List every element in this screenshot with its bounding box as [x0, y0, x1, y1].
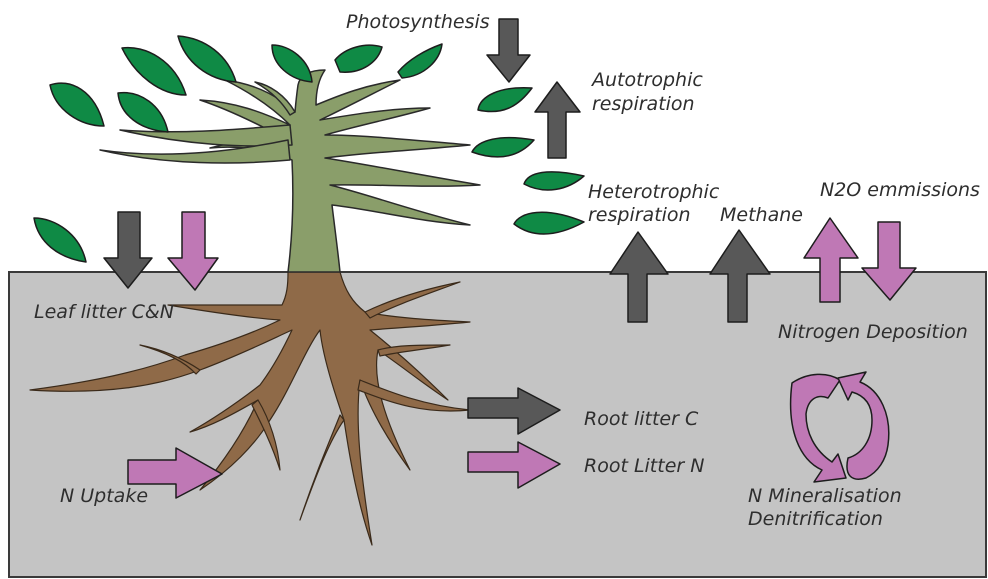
- leaf: [121, 46, 187, 96]
- root-litter-c-arrow: [467, 387, 561, 435]
- leaf: [177, 35, 237, 83]
- denitrification-label: Denitrification: [748, 508, 883, 530]
- autotrophic-label-line2: respiration: [592, 93, 695, 115]
- leaf: [477, 87, 533, 113]
- photosynthesis-arrow: [486, 18, 531, 83]
- heterotrophic-label-line2: respiration: [588, 204, 691, 226]
- nitrogen-deposition-label: Nitrogen Deposition: [778, 321, 968, 343]
- carbon-arrows: [103, 18, 771, 435]
- root-litter-n-label: Root Litter N: [584, 455, 704, 477]
- nitrogen-deposition-arrow: [861, 221, 917, 301]
- root-litter-c-label: Root litter C: [584, 408, 699, 430]
- roots: [29, 271, 471, 546]
- n-uptake-arrow: [127, 447, 223, 499]
- leaf-litter-nitrogen-arrow: [167, 211, 219, 291]
- autotrophic-respiration-arrow: [534, 81, 581, 159]
- photosynthesis-label: Photosynthesis: [346, 11, 490, 33]
- leaf: [271, 44, 313, 83]
- leaves: [33, 35, 585, 263]
- leaf: [471, 136, 535, 158]
- nitrogen-arrows: [127, 211, 917, 499]
- leaf-litter-label: Leaf litter C&N: [34, 301, 174, 323]
- leaf: [49, 82, 105, 127]
- leaf: [334, 44, 383, 73]
- leaf: [397, 43, 443, 79]
- leaf: [33, 217, 87, 263]
- labels: Photosynthesis Autotrophic respiration H…: [34, 11, 980, 530]
- leaf: [117, 91, 169, 133]
- leaf: [513, 211, 585, 235]
- methane-arrow: [709, 229, 771, 323]
- n-uptake-label: N Uptake: [60, 485, 148, 507]
- leaf-litter-carbon-arrow: [103, 211, 153, 289]
- root-litter-n-arrow: [467, 441, 561, 489]
- mineralisation-cycle-right-arrow: [837, 371, 890, 480]
- leaf: [523, 171, 585, 191]
- n2o-emissions-arrow: [803, 217, 859, 303]
- n2o-label: N2O emmissions: [820, 179, 980, 201]
- tree-trunk: [99, 69, 481, 273]
- methane-label: Methane: [720, 204, 803, 226]
- n-mineralisation-label: N Mineralisation: [748, 485, 902, 507]
- mineralisation-cycle-left-arrow: [789, 373, 847, 483]
- autotrophic-label-line1: Autotrophic: [590, 69, 703, 91]
- soil-layer: [8, 271, 987, 578]
- heterotrophic-respiration-arrow: [609, 231, 669, 323]
- heterotrophic-label-line1: Heterotrophic: [588, 181, 720, 203]
